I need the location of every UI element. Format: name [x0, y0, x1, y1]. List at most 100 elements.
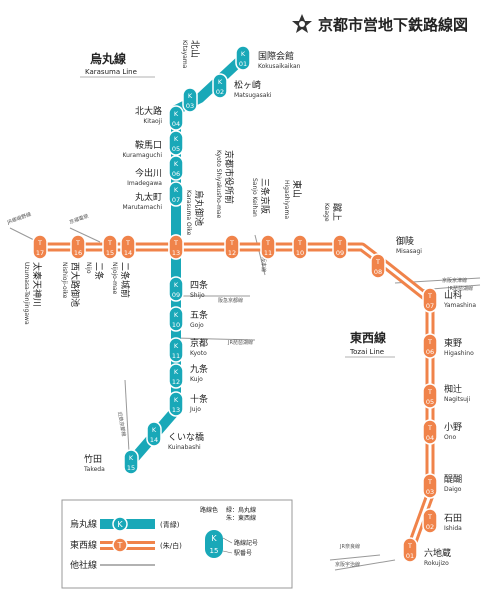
station-name-en: Shijo	[190, 292, 205, 299]
legend: 烏丸線 K (青緑) 東西線 T (朱/白) 他社線 路線色 緑：烏丸線 朱：東…	[61, 499, 293, 589]
station-letter: T	[427, 478, 432, 486]
station-name-en: Takeda	[83, 466, 105, 473]
station-letter: K	[218, 78, 223, 86]
station-number: 09	[172, 291, 180, 299]
station-marker	[168, 155, 184, 181]
station-marker	[168, 391, 184, 417]
station-number: 02	[426, 523, 434, 531]
station-name-ja: 太秦天神川	[31, 262, 43, 307]
station-name-ja: 東野	[444, 337, 462, 349]
station-name-ja: 竹田	[84, 453, 102, 465]
legend-sample-letter: K	[211, 534, 217, 543]
station-letter: K	[174, 396, 179, 404]
station-name-ja: 京都	[190, 337, 208, 349]
station-number: 16	[74, 249, 82, 257]
station-letter: K	[188, 92, 193, 100]
station-marker	[123, 449, 139, 475]
station-letter: K	[174, 342, 179, 350]
station-name-ja: 六地蔵	[424, 547, 451, 559]
label-keifuku: 京福電鉄	[68, 212, 89, 225]
station-name-ja: 山科	[444, 289, 462, 301]
station-name-ja: 石田	[444, 513, 462, 524]
station-name-en: Matsugasaki	[234, 92, 272, 99]
station-number: 12	[228, 249, 236, 257]
station-marker	[70, 234, 86, 260]
station-marker	[260, 234, 276, 260]
station-letter: T	[173, 239, 178, 247]
label-keihan-uji: 京阪宇治線	[335, 561, 360, 568]
tozai-station-13[interactable]: T13烏丸御池Karasuma Oike	[159, 0, 184, 260]
station-name-ja: 東山	[291, 180, 303, 198]
station-marker	[168, 363, 184, 389]
station-marker	[422, 419, 438, 445]
station-number: 15	[106, 249, 114, 257]
legend-color-t: 朱：東西線	[226, 514, 256, 522]
station-number: 03	[426, 488, 434, 496]
station-marker	[422, 333, 438, 359]
station-number: 02	[216, 88, 224, 96]
station-letter: T	[427, 338, 432, 346]
station-number: 05	[426, 398, 434, 406]
station-name-ja: 九条	[190, 363, 208, 375]
station-name-ja: 鞍馬口	[135, 139, 162, 151]
station-letter: T	[427, 424, 432, 432]
station-number: 13	[172, 249, 180, 257]
station-number: 12	[172, 378, 180, 386]
legend-karasuma-note: (青緑)	[160, 520, 180, 529]
station-letter: T	[125, 239, 130, 247]
station-marker	[235, 45, 251, 71]
station-name-en: Misasagi	[396, 248, 422, 255]
station-number: 11	[264, 249, 272, 257]
label-keihan: 京阪本線	[260, 252, 267, 272]
station-name-ja: 五条	[190, 309, 208, 321]
station-letter: K	[241, 50, 246, 58]
header: 京都市営地下鉄路線図	[292, 14, 468, 34]
station-name-en: Marutamachi	[123, 204, 163, 211]
kyoto-city-emblem-icon	[292, 14, 312, 33]
station-letter: T	[75, 239, 80, 247]
station-name-ja: 今出川	[135, 167, 162, 179]
station-marker	[224, 234, 240, 260]
station-marker	[32, 234, 48, 260]
tozai-name-en: Tozai Line	[349, 348, 384, 356]
station-letter: K	[174, 368, 179, 376]
station-marker	[370, 253, 386, 279]
station-marker	[182, 87, 198, 113]
station-number: 01	[239, 60, 247, 68]
station-name-ja: 蹴上	[331, 203, 343, 221]
station-marker	[422, 287, 438, 313]
station-number: 05	[172, 145, 180, 153]
station-number: 04	[172, 120, 180, 128]
